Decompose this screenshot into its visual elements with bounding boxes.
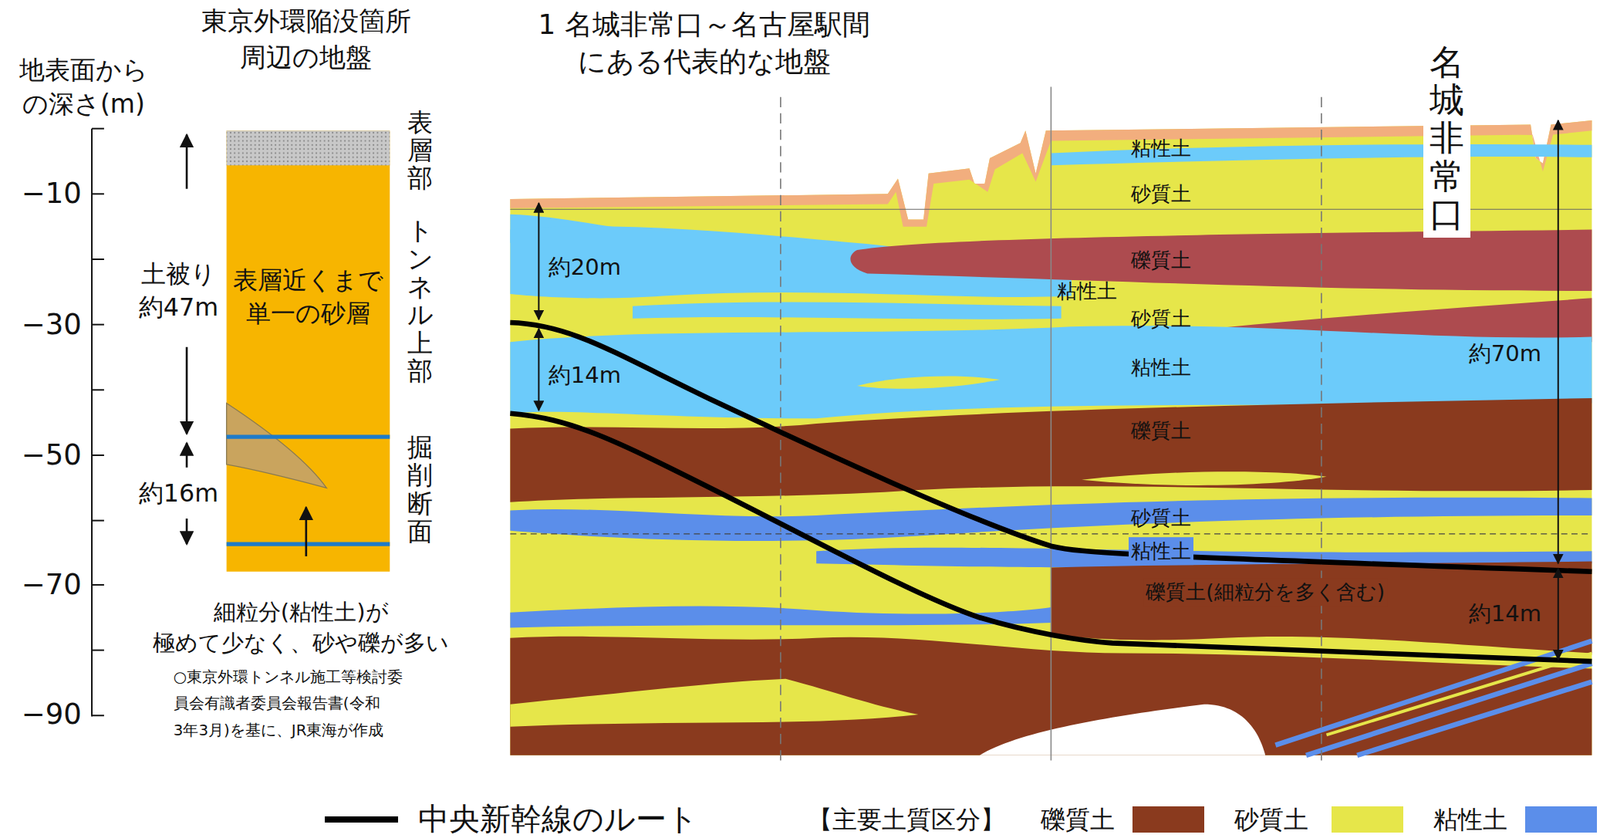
legend-swatch (1132, 806, 1205, 833)
legend-text: 粘性土 (1433, 803, 1508, 837)
soil-label: 粘性土 (1056, 276, 1118, 305)
title: 1 名城非常口～名古屋駅間 にある代表的な地盤 (538, 5, 871, 80)
legend-heading: 【主要土質区分】 (807, 803, 1006, 837)
soil-label: 礫質土 (1130, 416, 1192, 445)
zone-label: 表層部 (407, 108, 433, 193)
legend-swatch (1525, 806, 1597, 833)
zone-label: 掘削断面 (407, 433, 433, 546)
legend-text: 砂質土 (1234, 803, 1309, 837)
legend-line (324, 816, 399, 823)
soil-label: 粘性土 (1128, 536, 1194, 565)
soil-label: 礫質土(細粒分を多く含む) (1143, 577, 1388, 606)
tick-label: −50 (21, 435, 82, 475)
dimension: 約70m (1468, 338, 1542, 369)
tick-label: −10 (21, 174, 82, 213)
legend-text: 中央新幹線のルート (418, 798, 699, 838)
axis-title: 地表面から の深さ(m) (19, 53, 149, 122)
tick-label: −90 (21, 695, 82, 734)
legend-text: 礫質土 (1040, 803, 1115, 837)
dimension: 約20m (548, 252, 622, 283)
source-note: ○東京外環トンネル施工等検討委 員会有識者委員会報告書(令和 3年3月)を基に、… (173, 664, 403, 745)
soil-label: 砂質土 (1130, 179, 1192, 208)
node-text: 名城非常口 (1429, 43, 1465, 234)
dimension: 土被り 約47m (138, 257, 219, 325)
depth-axis (91, 128, 105, 717)
zone-label: トンネル上部 (407, 216, 433, 385)
tick-label: −30 (21, 305, 82, 345)
node-text: 表層近くまで 単一の砂層 (232, 263, 384, 331)
dimension-arrows (538, 120, 1558, 659)
soil-label: 砂質土 (1130, 304, 1192, 333)
soil-column (226, 130, 391, 571)
soil-label: 粘性土 (1130, 134, 1192, 163)
tick-label: −70 (21, 565, 82, 605)
legend-swatch (1331, 806, 1404, 833)
route-line (509, 322, 1592, 662)
title: 東京外環陥没箇所 周辺の地盤 (201, 3, 412, 75)
soil-label: 粘性土 (1130, 353, 1192, 382)
callout: 細粒分(粘性土)が 極めて少なく、砂や礫が多い (152, 597, 449, 659)
dimension: 約14m (548, 360, 622, 391)
soil-column-box: 表層近くまで 単一の砂層 (226, 130, 391, 571)
soil-label: 礫質土 (1130, 246, 1192, 274)
dimension: 約14m (1468, 599, 1542, 630)
soil-label: 砂質土 (1130, 503, 1192, 532)
dimension: 約16m (138, 475, 219, 510)
shaft-label-box: 名城非常口 (1423, 38, 1471, 238)
